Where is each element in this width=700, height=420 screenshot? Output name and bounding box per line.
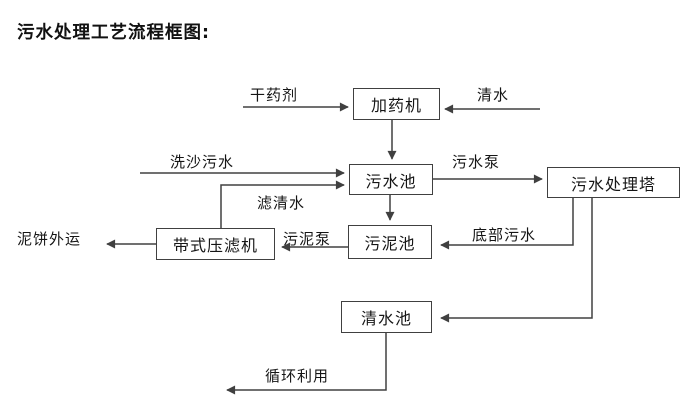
node-sludge-pool-label: 污泥池 xyxy=(364,234,416,253)
edge-label-sand-washing-sewage: 洗沙污水 xyxy=(170,153,235,171)
node-sludge-pool: 污泥池 xyxy=(348,225,432,259)
node-treatment-tower: 污水处理塔 xyxy=(547,167,680,198)
edge-label-sewage-pump: 污水泵 xyxy=(452,153,501,171)
node-sewage-pool: 污水池 xyxy=(349,164,433,195)
edge-label-mud-cake-out: 泥饼外运 xyxy=(17,230,82,248)
diagram-title: 污水处理工艺流程框图: xyxy=(17,23,210,43)
connector-tower-to-clean-water-pool xyxy=(440,198,593,323)
node-dosing-machine: 加药机 xyxy=(353,88,440,120)
node-treatment-tower-label: 污水处理塔 xyxy=(570,174,656,194)
edge-label-dry-agent: 干药剂 xyxy=(250,86,299,104)
edge-label-sludge-pump: 污泥泵 xyxy=(283,230,332,248)
edge-label-recycle-use: 循环利用 xyxy=(265,367,330,385)
edge-label-filtered-water: 滤清水 xyxy=(257,194,306,212)
connector-filtered-water-belt-to-sewage-pool xyxy=(220,180,345,228)
node-belt-filter-press: 带式压滤机 xyxy=(156,228,275,260)
edge-label-bottom-sewage: 底部污水 xyxy=(472,226,537,244)
node-clean-water-pool-label: 清水池 xyxy=(360,309,412,328)
connector-clean-pool-recycle-out xyxy=(226,333,387,395)
connector-tower-bottom-sewage-to-sludge-pool xyxy=(440,198,574,250)
node-dosing-machine-label: 加药机 xyxy=(370,96,422,115)
edge-label-clean-water: 清水 xyxy=(477,86,510,104)
node-belt-filter-press-label: 带式压滤机 xyxy=(172,236,258,255)
node-sewage-pool-label: 污水池 xyxy=(365,171,417,191)
node-clean-water-pool: 清水池 xyxy=(341,301,432,333)
